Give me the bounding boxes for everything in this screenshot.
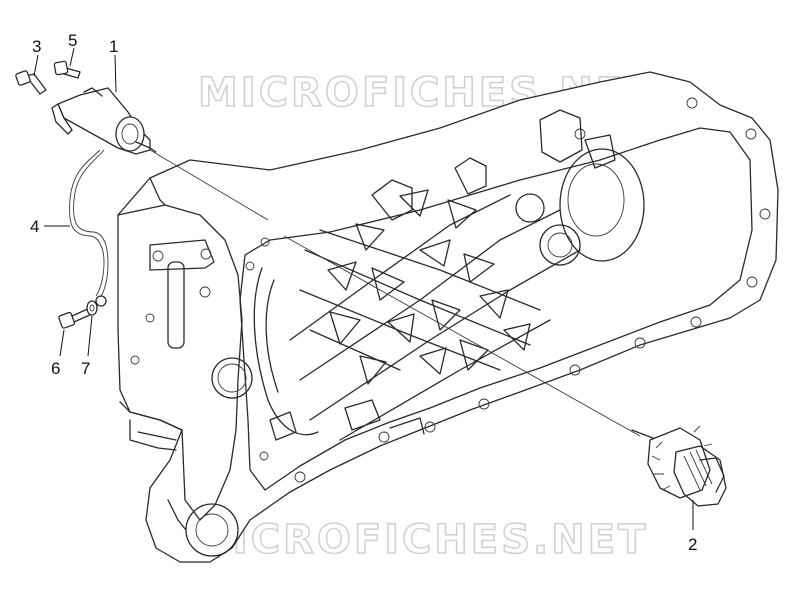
callout-2: 2 <box>688 535 697 554</box>
callout-1: 1 <box>109 37 118 56</box>
starter-gear-part-2 <box>631 425 727 507</box>
callout-7: 7 <box>81 359 90 378</box>
watermark-bottom: MICROFICHES.NET <box>190 517 648 563</box>
crankcase-housing <box>117 71 779 563</box>
callout-5: 5 <box>68 31 77 50</box>
callout-3: 3 <box>32 37 41 56</box>
bolt-part-3 <box>15 70 47 95</box>
wire-part-4 <box>69 149 109 307</box>
bolt-part-6 <box>58 307 93 329</box>
washer-part-7 <box>86 300 98 316</box>
callout-6: 6 <box>51 359 60 378</box>
bolt-part-5 <box>53 60 81 79</box>
starter-motor <box>51 87 157 155</box>
leader-lines <box>33 47 694 530</box>
callout-4: 4 <box>30 217 39 236</box>
